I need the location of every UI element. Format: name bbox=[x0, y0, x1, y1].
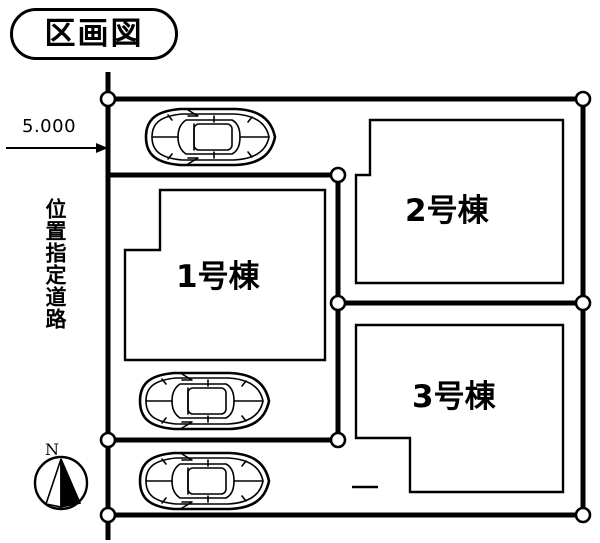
building-footprint-2 bbox=[354, 118, 565, 285]
boundary-marker bbox=[329, 294, 347, 312]
car-top-view-icon bbox=[138, 451, 271, 511]
page-title-text: 区画図 bbox=[44, 15, 144, 52]
dimension-label-5000: 5.000 bbox=[22, 116, 77, 137]
car-top-view-icon bbox=[144, 107, 277, 167]
road-label: 位置指定道路 bbox=[43, 198, 67, 330]
lot-label-1: 1号棟 bbox=[176, 259, 260, 295]
dimension-arrow-5000 bbox=[6, 143, 108, 153]
lot-label-3: 3号棟 bbox=[412, 379, 496, 415]
lot-label-2: 2号棟 bbox=[405, 193, 489, 229]
boundary-marker bbox=[99, 431, 117, 449]
boundary-marker bbox=[99, 90, 117, 108]
boundary-marker bbox=[329, 431, 347, 449]
boundary-marker bbox=[574, 90, 592, 108]
boundary-marker bbox=[574, 506, 592, 524]
car-top-view-icon bbox=[138, 371, 271, 431]
north-letter: N bbox=[45, 440, 59, 459]
building-footprint-3 bbox=[354, 323, 565, 494]
boundary-marker bbox=[99, 506, 117, 524]
boundary-markers bbox=[99, 90, 592, 524]
boundary-marker bbox=[329, 166, 347, 184]
boundary-marker bbox=[574, 294, 592, 312]
north-arrow-icon bbox=[33, 455, 89, 511]
page-title: 区画図 bbox=[10, 8, 178, 60]
building-footprint-1 bbox=[123, 188, 327, 362]
